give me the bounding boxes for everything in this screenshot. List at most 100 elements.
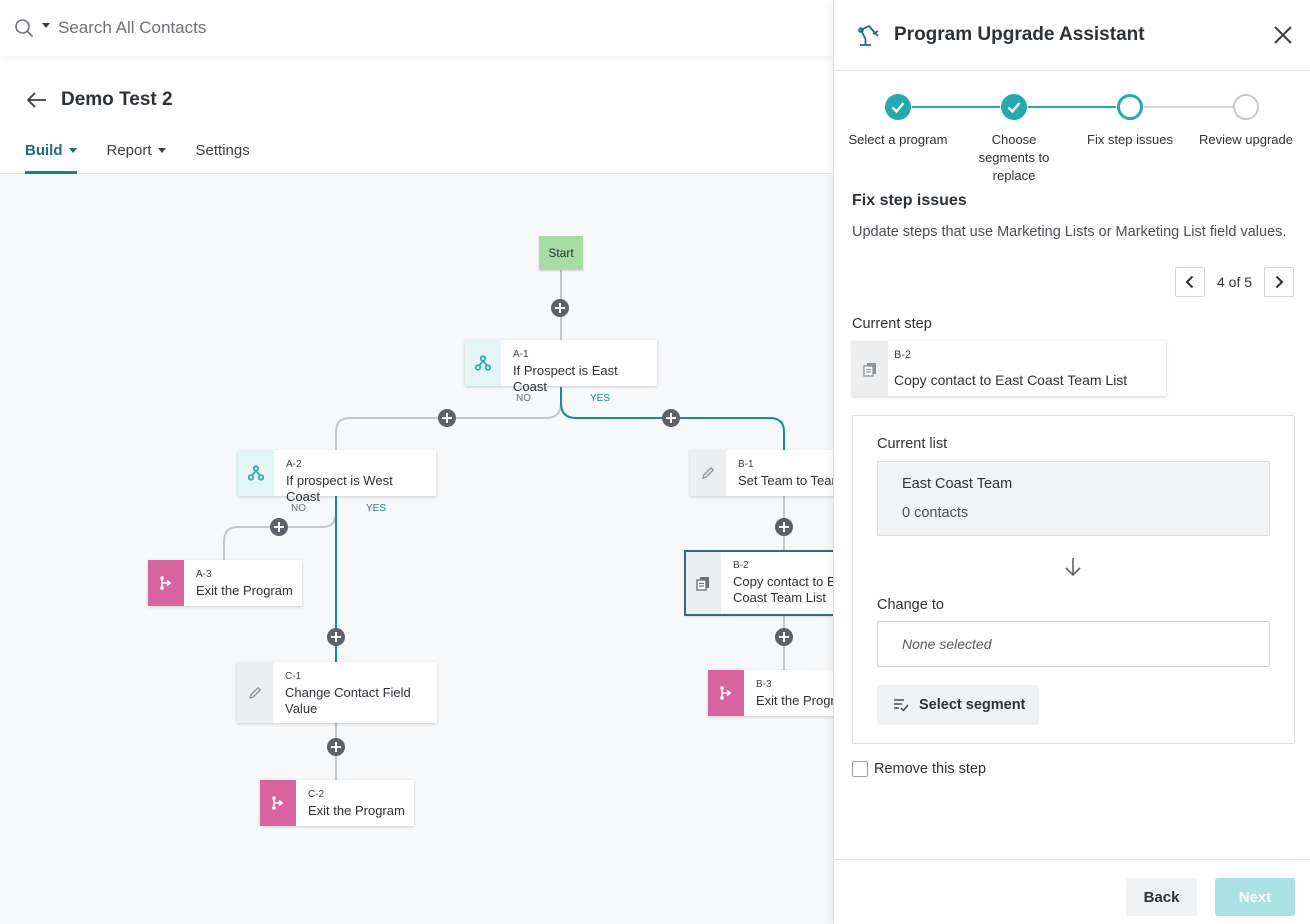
node-code: A-2 xyxy=(286,459,302,470)
panel-title: Program Upgrade Assistant xyxy=(894,24,1145,45)
current-list-count: 0 contacts xyxy=(902,505,969,521)
pencil-icon xyxy=(690,450,726,496)
close-icon[interactable] xyxy=(1270,22,1296,48)
flow-node-a2[interactable]: A-2 If prospect is West Coast xyxy=(238,450,436,504)
back-arrow-icon[interactable] xyxy=(25,90,47,110)
change-to-field[interactable]: None selected xyxy=(877,621,1270,667)
chevron-right-icon xyxy=(1275,275,1284,289)
issue-pager: 4 of 5 xyxy=(1175,267,1295,297)
pencil-icon xyxy=(237,662,273,723)
search-icon[interactable] xyxy=(14,18,34,38)
branch-icon xyxy=(238,450,274,496)
search-scope-caret-icon[interactable] xyxy=(42,23,50,28)
current-step-indicator xyxy=(1117,94,1143,120)
exit-icon xyxy=(148,560,184,606)
next-button[interactable]: Next xyxy=(1215,878,1295,916)
add-step-plus-icon[interactable] xyxy=(270,518,288,536)
node-code: B-2 xyxy=(733,560,749,571)
remove-step-checkbox[interactable] xyxy=(852,761,868,777)
node-label: Set Team to Tear xyxy=(738,473,833,488)
check-icon xyxy=(1001,94,1027,120)
tab-report-label: Report xyxy=(106,142,152,159)
program-tabs: Build Report Settings xyxy=(25,142,280,174)
flow-node-c2[interactable]: C-2 Exit the Program xyxy=(260,780,414,826)
stepper-connector xyxy=(1144,106,1233,108)
flow-canvas[interactable]: Start NO YES NO YES A-1 If Prospect is E… xyxy=(0,175,833,924)
node-code: A-3 xyxy=(196,569,212,580)
arrow-down-icon xyxy=(1065,558,1081,577)
list-replacement-box: Current list East Coast Team 0 contacts … xyxy=(852,415,1295,744)
node-label: If Prospect is East Coast xyxy=(513,363,618,394)
branch-yes-label: YES xyxy=(590,393,611,404)
copy-list-icon xyxy=(852,341,888,396)
branch-yes-label: YES xyxy=(366,503,387,514)
remove-step-label: Remove this step xyxy=(874,761,987,777)
add-step-plus-icon[interactable] xyxy=(327,738,345,756)
node-label: Change Contact Field xyxy=(285,685,411,700)
flow-node-b3[interactable]: B-3 Exit the Progr xyxy=(708,670,833,716)
change-to-heading: Change to xyxy=(877,597,944,613)
chevron-left-icon xyxy=(1185,275,1194,289)
current-list-name: East Coast Team xyxy=(902,476,1013,492)
node-code: B-3 xyxy=(756,679,772,690)
chevron-down-icon xyxy=(157,148,166,153)
flow-start-node[interactable]: Start xyxy=(539,236,583,270)
previous-issue-button[interactable] xyxy=(1175,267,1205,297)
tab-build[interactable]: Build xyxy=(25,142,77,174)
tab-report[interactable]: Report xyxy=(107,142,166,174)
top-search-bar xyxy=(0,0,833,56)
add-step-plus-icon[interactable] xyxy=(327,628,345,646)
exit-icon xyxy=(260,780,296,826)
pager-position: 4 of 5 xyxy=(1217,274,1253,290)
node-code: C-2 xyxy=(308,789,325,800)
check-icon xyxy=(885,94,911,120)
select-segment-button[interactable]: Select segment xyxy=(877,685,1039,725)
next-issue-button[interactable] xyxy=(1264,267,1295,297)
robot-arm-icon xyxy=(858,25,879,46)
flow-node-b2[interactable]: B-2 Copy contact to E Coast Team List xyxy=(684,550,833,616)
copy-list-icon xyxy=(685,551,721,615)
section-description: Update steps that use Marketing Lists or… xyxy=(852,224,1287,240)
node-label-line2: Value xyxy=(285,701,318,716)
flow-node-c1[interactable]: C-1 Change Contact Field Value xyxy=(237,662,437,723)
stepper-connector xyxy=(1028,106,1116,108)
chevron-down-icon xyxy=(68,148,77,153)
flow-node-a1[interactable]: A-1 If Prospect is East Coast xyxy=(465,340,657,394)
page-title: Demo Test 2 xyxy=(61,89,173,110)
current-list-heading: Current list xyxy=(877,436,948,452)
section-title: Fix step issues xyxy=(852,192,967,209)
upgrade-assistant-panel: Program Upgrade Assistant Select a progr… xyxy=(833,0,1310,924)
add-step-plus-icon[interactable] xyxy=(775,518,793,536)
current-step-code: B-2 xyxy=(894,349,912,361)
current-list-card: East Coast Team 0 contacts xyxy=(877,461,1270,536)
add-step-plus-icon[interactable] xyxy=(662,409,680,427)
current-step-heading: Current step xyxy=(852,316,932,332)
add-step-plus-icon[interactable] xyxy=(438,409,456,427)
step-label: Choose segments to replace xyxy=(978,132,1050,183)
node-label: Exit the Program xyxy=(308,803,405,818)
node-code: C-1 xyxy=(285,671,302,682)
back-button[interactable]: Back xyxy=(1126,878,1197,916)
node-label: Copy contact to E xyxy=(733,574,833,589)
node-label: Exit the Program xyxy=(196,583,293,598)
add-step-plus-icon[interactable] xyxy=(775,628,793,646)
remove-step-option[interactable]: Remove this step xyxy=(852,761,986,777)
tab-settings-label: Settings xyxy=(195,142,250,159)
node-label: If prospect is West Coast xyxy=(286,473,393,504)
search-input[interactable] xyxy=(58,14,458,42)
add-step-plus-icon[interactable] xyxy=(551,299,569,317)
step-label: Review upgrade xyxy=(1199,132,1293,147)
panel-footer: Back Next xyxy=(834,859,1310,924)
flow-connectors xyxy=(223,270,785,780)
select-segment-label: Select segment xyxy=(919,697,1026,713)
flow-node-a3[interactable]: A-3 Exit the Program xyxy=(148,560,302,606)
flow-node-b1[interactable]: B-1 Set Team to Tear xyxy=(690,450,833,496)
node-code: A-1 xyxy=(513,349,529,360)
node-label-line2: Coast Team List xyxy=(733,590,826,605)
tab-settings[interactable]: Settings xyxy=(196,142,250,174)
panel-header: Program Upgrade Assistant xyxy=(834,0,1310,71)
stepper-connector xyxy=(912,106,1000,108)
branch-icon xyxy=(465,340,501,386)
step-label: Select a program xyxy=(848,132,948,147)
node-label: Exit the Progr xyxy=(756,693,833,708)
